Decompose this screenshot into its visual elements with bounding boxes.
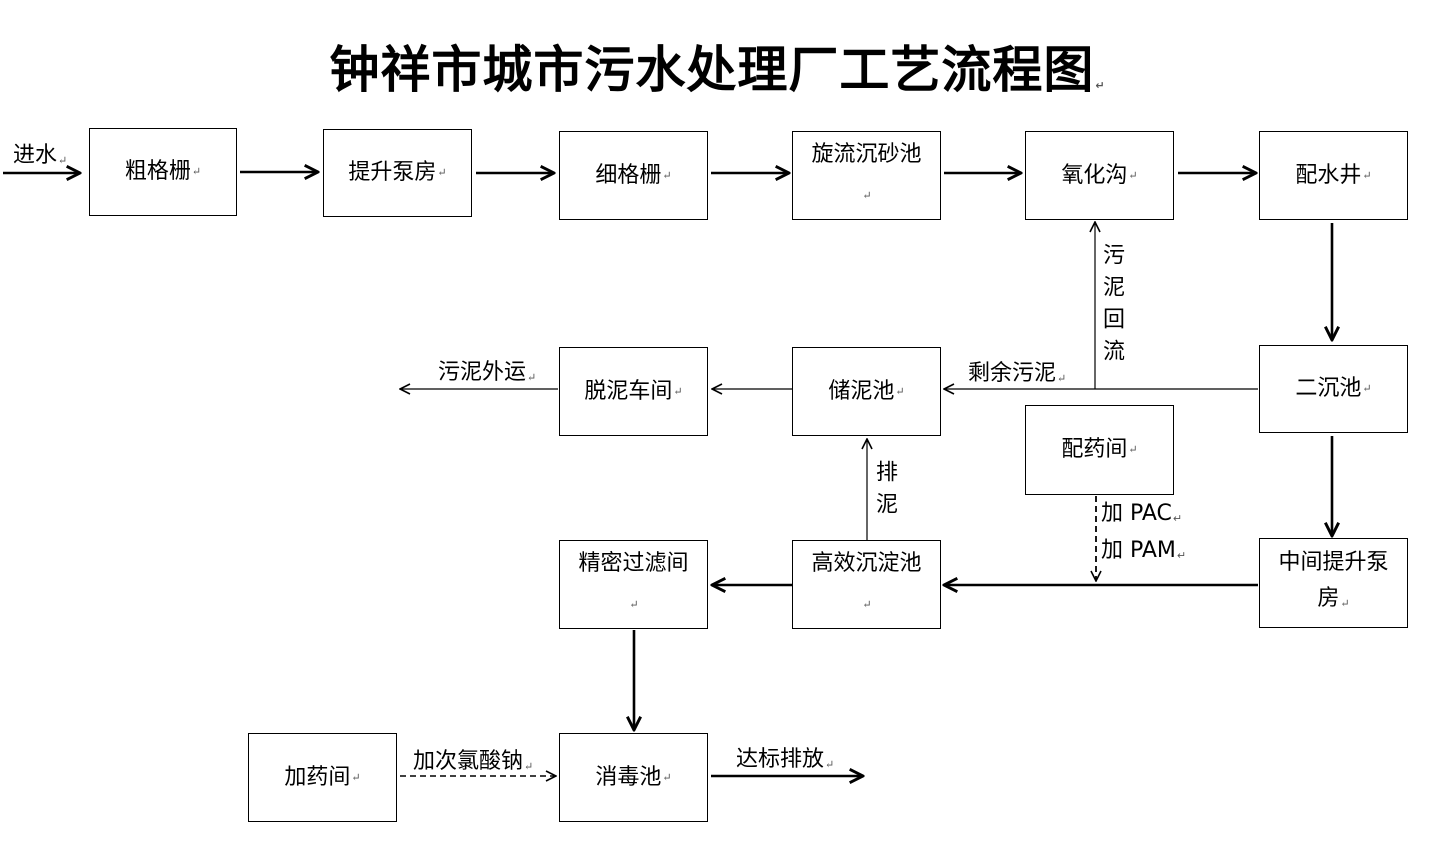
box-distribution-well: 配水井↵	[1259, 131, 1408, 220]
box-disinfection-tank: 消毒池↵	[559, 733, 708, 822]
box-dosing-room-pac: 配药间↵	[1025, 405, 1174, 495]
diagram-title: 钟祥市城市污水处理厂工艺流程图↵	[329, 41, 1106, 99]
label-sludge-discharge: 排泥	[872, 460, 897, 524]
box-high-efficiency-sedimentation: 高效沉淀池↵	[792, 540, 941, 629]
box-fine-screen: 细格栅↵	[559, 131, 708, 220]
box-dewatering-room: 脱泥车间↵	[559, 347, 708, 436]
box-dosing-room-chlorine: 加药间↵	[248, 733, 397, 822]
box-sludge-storage: 储泥池↵	[792, 347, 941, 436]
box-fine-filtration: 精密过滤间↵	[559, 540, 708, 629]
box-coarse-screen: 粗格栅↵	[89, 128, 237, 216]
label-sludge-out: 污泥外运↵	[438, 360, 537, 385]
label-excess-sludge: 剩余污泥↵	[968, 361, 1067, 386]
box-secondary-clarifier: 二沉池↵	[1259, 345, 1408, 433]
label-add-pac: 加 PAC↵	[1101, 501, 1183, 526]
label-inflow: 进水↵	[13, 143, 68, 168]
box-oxidation-ditch: 氧化沟↵	[1025, 131, 1174, 220]
label-add-pam: 加 PAM↵	[1101, 538, 1187, 563]
box-grit-chamber: 旋流沉砂池↵	[792, 131, 941, 220]
label-effluent: 达标排放↵	[736, 747, 835, 772]
box-mid-lift-pump-room: 中间提升泵房↵	[1259, 538, 1408, 628]
box-lift-pump-room: 提升泵房↵	[323, 129, 472, 217]
label-add-hypochlorite: 加次氯酸钠↵	[413, 749, 534, 774]
label-sludge-return: 污泥回流	[1099, 243, 1124, 371]
